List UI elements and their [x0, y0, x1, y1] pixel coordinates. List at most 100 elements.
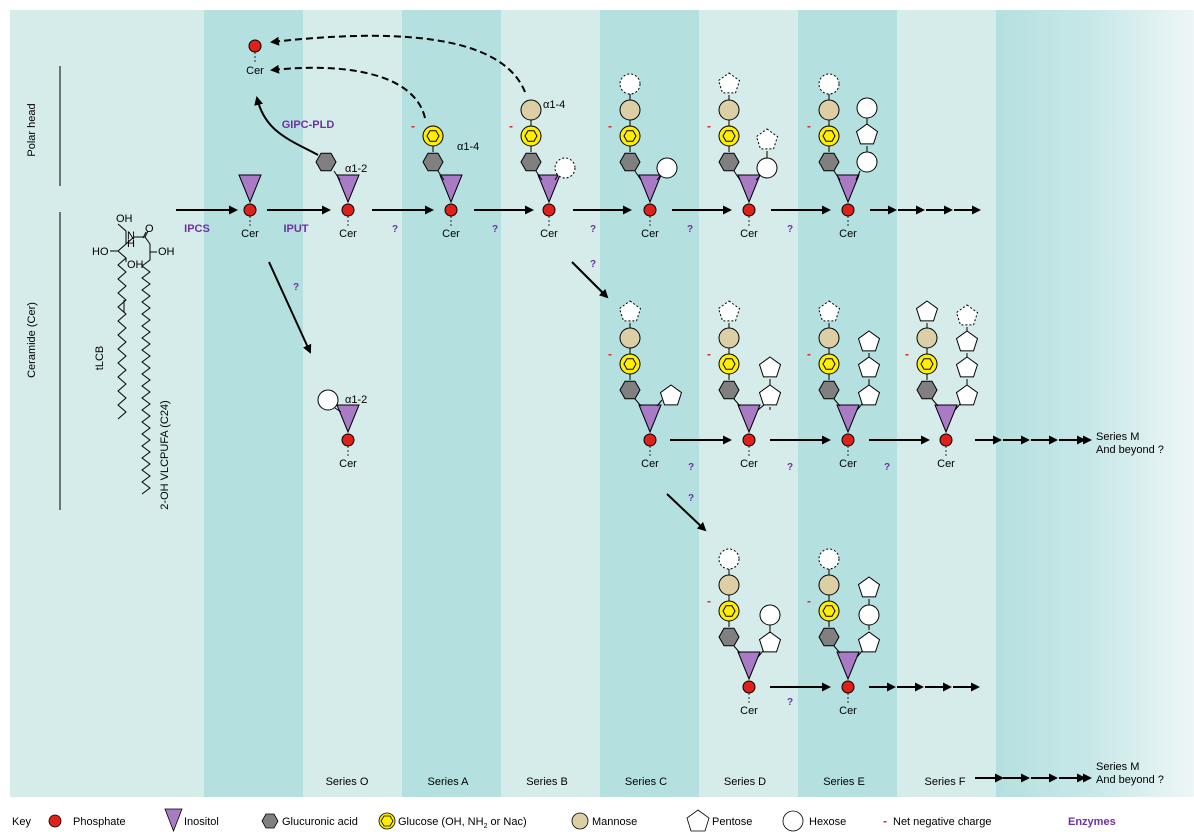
phosphate-icon	[542, 203, 556, 217]
negative-charge-sign: -	[608, 347, 612, 361]
pentose-icon	[955, 304, 979, 326]
hexose-icon	[818, 73, 840, 95]
glucose-ring-icon	[822, 605, 836, 617]
inositol-icon	[336, 174, 360, 204]
key-hexose-icon	[782, 810, 804, 832]
cer-label: Cer	[839, 458, 857, 470]
phosphate-icon	[643, 203, 657, 217]
glycosidic-bond	[437, 170, 445, 181]
oh-top: OH	[116, 213, 133, 225]
glucose-ring-icon	[722, 130, 736, 142]
inositol-icon	[439, 174, 463, 204]
key-phosphate-label: Phosphate	[73, 816, 126, 828]
cer-label: Cer	[442, 228, 460, 240]
hexose-icon	[317, 389, 339, 411]
glycosidic-bond	[656, 399, 663, 407]
series-o-label: Series O	[326, 776, 369, 788]
cer-label: Cer	[246, 65, 264, 77]
pentose-icon	[758, 631, 782, 653]
mannose-icon	[520, 99, 542, 121]
series-f-label: Series F	[925, 776, 966, 788]
hexose-icon	[718, 548, 740, 570]
glycosidic-bond	[757, 404, 765, 411]
inositol-icon	[238, 174, 262, 204]
phosphate-icon	[939, 433, 953, 447]
unknown-enzyme-mark: ?	[688, 493, 694, 504]
hexose-icon	[856, 151, 878, 173]
series-c-label: Series C	[625, 776, 667, 788]
pentose-icon	[758, 384, 782, 406]
mannose-icon	[619, 99, 641, 121]
key-negative-label: Net negative charge	[893, 816, 991, 828]
key-glucuronic-icon	[261, 813, 279, 829]
glucose-ring-icon	[623, 130, 637, 142]
glycosidic-bond	[954, 403, 961, 411]
mannose-icon	[718, 574, 740, 596]
negative-charge-sign: -	[905, 347, 909, 361]
dashed-return-arrow	[270, 64, 426, 119]
phosphate-icon	[742, 203, 756, 217]
mannose-icon	[718, 99, 740, 121]
phosphate-icon	[243, 203, 257, 217]
key-inositol-icon	[164, 808, 183, 832]
key-pentose-label: Pentose	[712, 816, 752, 828]
cer-label: Cer	[339, 228, 357, 240]
linkage-label: α1-2	[345, 394, 367, 406]
key-title: Key	[12, 816, 31, 828]
glycosidic-bond	[634, 398, 642, 407]
tlcb-label: tLCB	[94, 346, 106, 370]
enzyme-ipcs: IPCS	[184, 223, 210, 235]
glucuronic-acid-icon	[619, 380, 641, 400]
glucose-ring-icon	[722, 358, 736, 370]
glycosidic-bond	[634, 170, 642, 181]
unknown-enzyme-mark: ?	[787, 462, 793, 473]
mannose-icon	[818, 99, 840, 121]
glycosidic-bond	[931, 398, 939, 407]
phosphate-icon	[341, 433, 355, 447]
inositol-icon	[638, 174, 662, 204]
key-mannose-icon	[571, 812, 589, 830]
oh-lower: OH	[127, 259, 144, 271]
enzyme-gipc-pld: GIPC-PLD	[282, 119, 335, 131]
nh-h: H	[127, 238, 135, 250]
pentose-icon	[955, 384, 979, 406]
vlcpufa-label: 2-OH VLCPUFA (C24)	[159, 400, 171, 509]
cer-label: Cer	[339, 458, 357, 470]
phosphate-icon	[444, 203, 458, 217]
mannose-icon	[916, 327, 938, 349]
band-ipc	[204, 10, 303, 797]
unknown-enzyme-mark: ?	[787, 697, 793, 708]
pentose-icon	[717, 300, 741, 322]
mannose-icon	[718, 327, 740, 349]
key-phosphate-icon	[48, 814, 62, 828]
glycosidic-bond	[856, 650, 863, 658]
series-m-mid-line2: And beyond ?	[1096, 444, 1164, 456]
series-b-label: Series B	[526, 776, 568, 788]
pentose-icon	[857, 631, 881, 653]
pentose-icon	[857, 330, 881, 352]
inositol-icon	[737, 174, 761, 204]
unknown-enzyme-mark: ?	[590, 259, 596, 270]
negative-charge-sign: -	[707, 594, 711, 608]
glycosidic-bond	[855, 170, 861, 181]
series-m-bottom-line2: And beyond ?	[1096, 774, 1164, 786]
mannose-icon	[818, 574, 840, 596]
inositol-icon	[638, 404, 662, 434]
glucuronic-acid-icon	[315, 152, 337, 172]
glycosidic-bond	[833, 170, 841, 181]
phosphate-icon	[341, 203, 355, 217]
inositol-icon	[737, 651, 761, 681]
glycosidic-bond	[334, 407, 342, 413]
hexose-icon	[856, 97, 878, 119]
negative-charge-sign: -	[608, 119, 612, 133]
glucuronic-acid-icon	[520, 152, 542, 172]
glucose-ring-icon	[524, 130, 538, 142]
band-series-a	[402, 10, 501, 797]
cer-label: Cer	[641, 458, 659, 470]
hexose-icon	[619, 73, 641, 95]
inositol-icon	[836, 651, 860, 681]
unknown-enzyme-mark: ?	[293, 282, 299, 293]
hexose-icon	[858, 604, 880, 626]
